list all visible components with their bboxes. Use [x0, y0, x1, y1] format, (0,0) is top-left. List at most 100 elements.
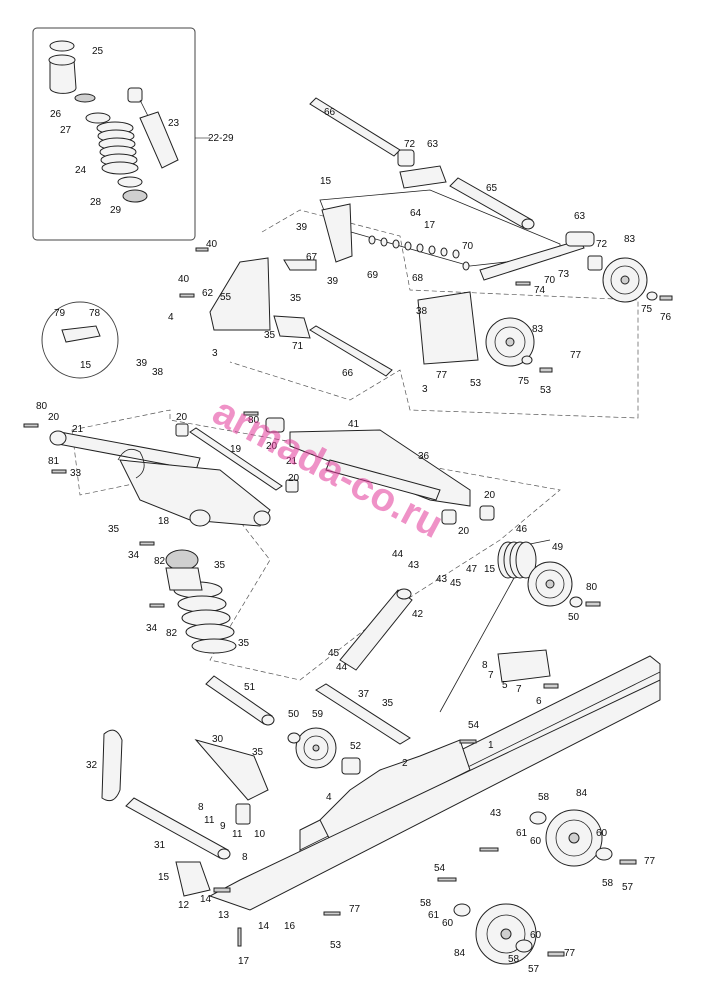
label-27: 27 [60, 125, 72, 136]
label-43-b: 43 [436, 574, 448, 585]
shock-inset-box: 22-29 25 26 27 23 24 28 29 [32, 27, 234, 241]
label-72-top: 72 [404, 139, 416, 150]
label-80-left: 80 [36, 401, 48, 412]
label-72-right: 72 [596, 239, 608, 250]
label-11-a: 11 [204, 815, 215, 826]
label-30: 30 [212, 734, 224, 745]
label-39-b: 39 [327, 276, 339, 287]
label-80-mid: 80 [248, 415, 260, 426]
label-3-right: 3 [422, 384, 428, 395]
label-54-a: 54 [468, 720, 480, 731]
label-25: 25 [92, 46, 104, 57]
label-60-d: 60 [530, 930, 542, 941]
label-33: 33 [70, 468, 82, 479]
label-40-b: 40 [178, 274, 190, 285]
label-44-a: 44 [392, 549, 404, 560]
label-51: 51 [244, 682, 256, 693]
center-shock [165, 549, 237, 654]
label-35-d: 35 [214, 560, 226, 571]
label-26: 26 [50, 109, 62, 120]
label-84-a: 84 [576, 788, 588, 799]
label-24: 24 [75, 165, 87, 176]
label-82-b: 82 [166, 628, 178, 639]
label-77-a: 77 [436, 370, 448, 381]
label-31: 31 [154, 840, 166, 851]
label-54-b: 54 [434, 863, 446, 874]
label-20-b: 20 [176, 412, 188, 423]
label-20-e: 20 [484, 490, 496, 501]
label-8-c: 8 [242, 852, 248, 863]
label-35-b: 35 [264, 330, 276, 341]
label-79: 79 [54, 308, 66, 319]
label-80-right: 80 [586, 582, 598, 593]
label-66-lower: 66 [342, 368, 354, 379]
label-20-c: 20 [266, 441, 278, 452]
label-43-c: 43 [490, 808, 502, 819]
label-36: 36 [418, 451, 430, 462]
label-75-top: 75 [641, 304, 653, 315]
label-4-top: 4 [168, 312, 174, 323]
label-43-a: 43 [408, 560, 420, 571]
label-19: 19 [230, 444, 242, 455]
label-57-a: 57 [622, 882, 634, 893]
label-9: 9 [220, 821, 226, 832]
label-34-a: 34 [128, 550, 140, 561]
label-20-d: 20 [288, 473, 300, 484]
label-39-c: 39 [136, 358, 148, 369]
label-77-b: 77 [570, 350, 582, 361]
label-77-c: 77 [349, 904, 361, 915]
label-17-top: 17 [424, 220, 436, 231]
label-53-a: 53 [470, 378, 482, 389]
washer-chain [368, 235, 470, 271]
label-15-top: 15 [320, 176, 332, 187]
label-50-right: 50 [568, 612, 580, 623]
label-40-a: 40 [206, 239, 218, 250]
label-44-b: 44 [336, 662, 348, 673]
label-83-lower: 83 [532, 324, 544, 335]
label-58-c: 58 [420, 898, 432, 909]
label-65: 65 [486, 183, 498, 194]
label-77-e: 77 [564, 948, 576, 959]
label-8-right: 8 [482, 660, 488, 671]
label-35-a: 35 [290, 293, 302, 304]
label-53-c: 53 [330, 940, 342, 951]
label-15-mid: 15 [484, 564, 496, 575]
label-1: 1 [488, 740, 494, 751]
label-45-b: 45 [328, 648, 340, 659]
spring-coil [96, 121, 139, 175]
lower-assembly: 51 37 35 50 59 54 1 30 32 35 52 2 4 8 9 … [86, 655, 661, 975]
label-32: 32 [86, 760, 98, 771]
label-34-b: 34 [146, 623, 158, 634]
label-60-c: 60 [442, 918, 454, 929]
label-21-left: 21 [72, 424, 84, 435]
label-78: 78 [89, 308, 101, 319]
label-57-b: 57 [528, 964, 540, 975]
label-7-b: 7 [516, 684, 522, 695]
label-70-top: 70 [462, 241, 474, 252]
label-46: 46 [516, 524, 528, 535]
label-45-a: 45 [450, 578, 462, 589]
label-81: 81 [48, 456, 60, 467]
label-61-a: 61 [516, 828, 528, 839]
label-60-b: 60 [596, 828, 608, 839]
label-74: 74 [534, 285, 546, 296]
label-60-a: 60 [530, 836, 542, 847]
label-41: 41 [348, 419, 360, 430]
label-8-lower: 8 [198, 802, 204, 813]
label-20-f: 20 [458, 526, 470, 537]
label-52: 52 [350, 741, 362, 752]
label-35-e: 35 [238, 638, 250, 649]
label-20-left: 20 [48, 412, 60, 423]
label-2: 2 [402, 758, 408, 769]
label-69: 69 [367, 270, 379, 281]
label-15-circle: 15 [80, 360, 92, 371]
label-58-b: 58 [602, 878, 614, 889]
label-50-left: 50 [288, 709, 300, 720]
label-55: 55 [220, 292, 232, 303]
label-63-top: 63 [427, 139, 439, 150]
label-15-lower: 15 [158, 872, 170, 883]
label-63-right: 63 [574, 211, 586, 222]
label-4-lower: 4 [326, 792, 332, 803]
label-42: 42 [412, 609, 424, 620]
inset-callout-label: 22-29 [208, 133, 234, 144]
